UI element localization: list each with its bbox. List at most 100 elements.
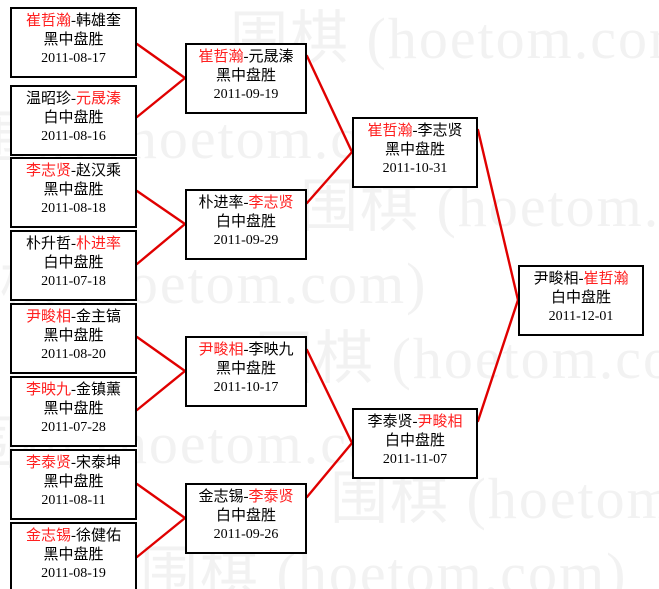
- match-players: 李志贤-赵汉乘: [12, 162, 135, 181]
- match-date: 2011-08-18: [41, 201, 106, 217]
- player-winner: 李泰贤: [25, 455, 71, 471]
- match-result: 白中盘胜: [550, 290, 611, 307]
- connector-line: [305, 150, 354, 205]
- connector-line: [305, 54, 354, 154]
- player-loser: 金镇薰: [76, 382, 122, 398]
- match-players: 朴升哲-朴进率: [12, 235, 135, 254]
- player-separator: -: [71, 236, 76, 252]
- match-date: 2011-08-17: [41, 51, 106, 67]
- player-loser: 李志贤: [417, 123, 463, 139]
- match-players: 崔哲瀚-元晟溱: [187, 48, 305, 67]
- player-loser: 朴进率: [198, 195, 244, 211]
- match-box-r1m5[interactable]: 尹畯相-金主镐 黑中盘胜 2011-08-20: [10, 303, 137, 374]
- player-separator: -: [71, 13, 76, 29]
- watermark-text: 围棋 (hoetom.com): [255, 326, 659, 391]
- player-loser: 李泰贤: [367, 414, 413, 430]
- match-players: 尹畯相-金主镐: [12, 308, 135, 327]
- player-separator: -: [243, 49, 249, 65]
- match-result: 黑中盘胜: [384, 142, 445, 159]
- connector-line: [135, 76, 187, 119]
- match-date: 2011-09-26: [213, 527, 279, 543]
- match-box-final[interactable]: 尹畯相-崔哲瀚 白中盘胜 2011-12-01: [518, 265, 644, 336]
- match-players: 温昭珍-元晟溱: [12, 90, 135, 109]
- match-players: 金志锡-徐健佑: [12, 527, 135, 546]
- match-date: 2011-12-01: [548, 309, 614, 325]
- match-result: 黑中盘胜: [43, 182, 104, 199]
- player-winner: 崔哲瀚: [367, 123, 413, 139]
- connector-line: [476, 298, 520, 423]
- match-box-r1m1[interactable]: 崔哲瀚-韩雄奎 黑中盘胜 2011-08-17: [10, 7, 137, 78]
- connector-line: [476, 128, 520, 302]
- match-box-r1m8[interactable]: 金志锡-徐健佑 黑中盘胜 2011-08-19: [10, 522, 137, 589]
- player-loser: 元晟溱: [248, 49, 294, 65]
- match-box-sf2[interactable]: 李泰贤-尹畯相 白中盘胜 2011-11-07: [352, 408, 478, 479]
- match-box-r2m2[interactable]: 朴进率-李志贤 白中盘胜 2011-09-29: [185, 189, 307, 260]
- player-loser: 赵汉乘: [76, 163, 122, 179]
- player-separator: -: [71, 309, 76, 325]
- player-loser: 尹畯相: [533, 271, 579, 287]
- player-winner: 元晟溱: [76, 91, 122, 107]
- match-date: 2011-08-11: [41, 493, 106, 509]
- match-result: 白中盘胜: [215, 214, 276, 231]
- match-players: 崔哲瀚-李志贤: [354, 122, 476, 141]
- connector-line: [135, 42, 187, 80]
- player-winner: 李志贤: [248, 195, 294, 211]
- match-result: 白中盘胜: [384, 433, 445, 450]
- player-winner: 尹畯相: [25, 309, 71, 325]
- match-result: 黑中盘胜: [43, 328, 104, 345]
- player-loser: 温昭珍: [25, 91, 71, 107]
- match-result: 黑中盘胜: [215, 68, 276, 85]
- match-box-sf1[interactable]: 崔哲瀚-李志贤 黑中盘胜 2011-10-31: [352, 117, 478, 188]
- player-separator: -: [71, 528, 76, 544]
- connector-line: [135, 189, 187, 226]
- match-result: 黑中盘胜: [43, 32, 104, 49]
- connector-line: [135, 369, 187, 412]
- match-box-r1m4[interactable]: 朴升哲-朴进率 白中盘胜 2011-07-18: [10, 230, 137, 301]
- match-result: 黑中盘胜: [43, 474, 104, 491]
- match-box-r1m3[interactable]: 李志贤-赵汉乘 黑中盘胜 2011-08-18: [10, 157, 137, 228]
- player-winner: 朴进率: [76, 236, 122, 252]
- connector-line: [135, 482, 187, 520]
- player-loser: 韩雄奎: [76, 13, 122, 29]
- player-winner: 李泰贤: [248, 489, 294, 505]
- match-result: 黑中盘胜: [43, 547, 104, 564]
- player-separator: -: [578, 271, 584, 287]
- player-separator: -: [71, 455, 76, 471]
- match-date: 2011-07-28: [41, 420, 106, 436]
- match-box-r2m4[interactable]: 金志锡-李泰贤 白中盘胜 2011-09-26: [185, 483, 307, 554]
- match-date: 2011-08-20: [41, 347, 106, 363]
- match-players: 李泰贤-宋泰坤: [12, 454, 135, 473]
- player-separator: -: [412, 414, 418, 430]
- match-box-r1m6[interactable]: 李映九-金镇薰 黑中盘胜 2011-07-28: [10, 376, 137, 447]
- player-winner: 崔哲瀚: [198, 49, 244, 65]
- match-date: 2011-09-19: [213, 87, 279, 103]
- match-players: 尹畯相-崔哲瀚: [520, 270, 642, 289]
- match-date: 2011-09-29: [213, 233, 279, 249]
- connector-line: [135, 335, 187, 373]
- player-separator: -: [412, 123, 418, 139]
- match-box-r1m7[interactable]: 李泰贤-宋泰坤 黑中盘胜 2011-08-11: [10, 449, 137, 520]
- match-result: 黑中盘胜: [43, 401, 104, 418]
- connector-line: [305, 441, 354, 499]
- player-separator: -: [71, 163, 76, 179]
- player-loser: 朴升哲: [25, 236, 71, 252]
- match-box-r2m3[interactable]: 尹畯相-李映九 黑中盘胜 2011-10-17: [185, 336, 307, 407]
- player-winner: 崔哲瀚: [25, 13, 71, 29]
- connector-line: [305, 348, 354, 445]
- match-date: 2011-08-19: [41, 566, 106, 582]
- player-winner: 尹畯相: [417, 414, 463, 430]
- player-loser: 金主镐: [76, 309, 122, 325]
- player-separator: -: [71, 91, 76, 107]
- match-result: 白中盘胜: [43, 110, 104, 127]
- player-winner: 尹畯相: [198, 342, 244, 358]
- match-players: 崔哲瀚-韩雄奎: [12, 12, 135, 31]
- player-separator: -: [71, 382, 76, 398]
- player-separator: -: [243, 342, 249, 358]
- match-box-r2m1[interactable]: 崔哲瀚-元晟溱 黑中盘胜 2011-09-19: [185, 43, 307, 114]
- match-players: 金志锡-李泰贤: [187, 488, 305, 507]
- player-loser: 宋泰坤: [76, 455, 122, 471]
- match-box-r1m2[interactable]: 温昭珍-元晟溱 白中盘胜 2011-08-16: [10, 85, 137, 156]
- player-loser: 李映九: [248, 342, 294, 358]
- match-players: 李泰贤-尹畯相: [354, 413, 476, 432]
